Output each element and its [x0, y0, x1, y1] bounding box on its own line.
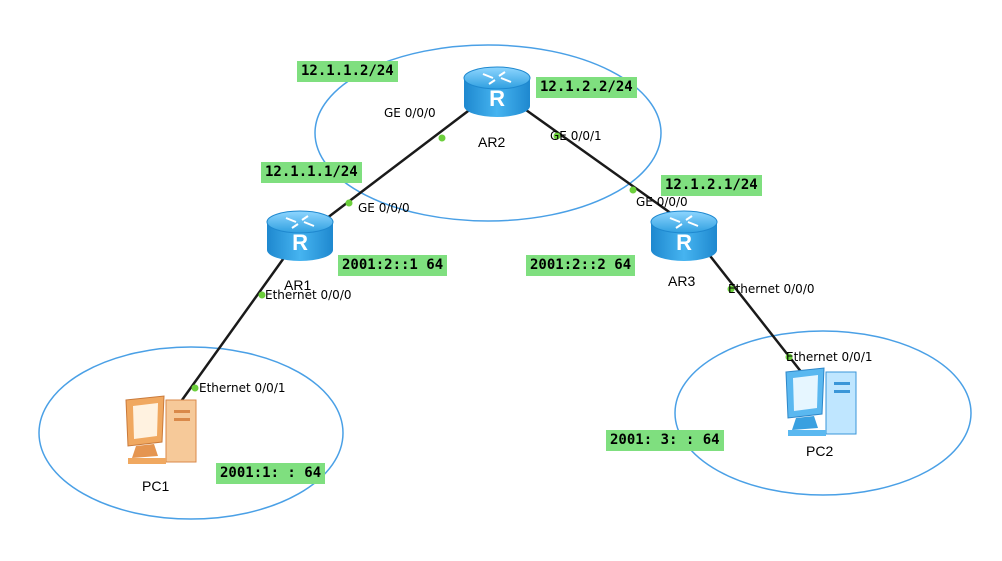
pc-icon — [125, 395, 197, 464]
port-dot — [438, 134, 446, 142]
router-icon — [650, 210, 718, 262]
pc-icon — [785, 367, 857, 436]
port-dot — [345, 199, 353, 207]
address-label-ar3-ipv4: 12.1.2.1/24 — [661, 175, 762, 196]
router-ar1[interactable] — [266, 210, 334, 262]
port-label-ar2-ge000: GE 0/0/0 — [384, 106, 436, 120]
pc2[interactable] — [785, 367, 857, 436]
port-label-ar2-ge001: GE 0/0/1 — [550, 129, 602, 143]
port-label-ar1-eth000: Ethernet 0/0/0 — [265, 288, 352, 302]
port-dot — [191, 384, 199, 392]
device-label-ar1: AR1 — [284, 277, 311, 293]
link-ar2-ar3 — [518, 103, 673, 216]
router-icon — [463, 66, 531, 118]
address-label-ar2-left: 12.1.1.2/24 — [297, 61, 398, 82]
link-ar1-pc1 — [170, 254, 288, 415]
router-ar3[interactable] — [650, 210, 718, 262]
device-label-ar2: AR2 — [478, 134, 505, 150]
router-icon — [266, 210, 334, 262]
pc1[interactable] — [125, 395, 197, 464]
port-dot — [727, 285, 735, 293]
device-label-pc1: PC1 — [142, 478, 169, 494]
address-label-pc2-net: 2001: 3: : 64 — [606, 430, 724, 451]
port-label-ar3-eth000: Ethernet 0/0/0 — [728, 282, 815, 296]
port-dot — [629, 186, 637, 194]
port-label-pc2-eth001: Ethernet 0/0/1 — [786, 350, 873, 364]
port-label-ar1-ge000: GE 0/0/0 — [358, 201, 410, 215]
address-label-ar3-ipv6: 2001:2::2 64 — [526, 255, 636, 276]
router-ar2[interactable] — [463, 66, 531, 118]
link-ar1-ar2 — [309, 104, 477, 232]
port-dot — [258, 291, 266, 299]
port-label-ar3-ge000: GE 0/0/0 — [636, 195, 688, 209]
pc2-area-ellipse — [674, 330, 972, 496]
port-label-pc1-eth001: Ethernet 0/0/1 — [199, 381, 286, 395]
device-label-ar3: AR3 — [668, 273, 695, 289]
address-label-ar2-right: 12.1.2.2/24 — [536, 77, 637, 98]
port-dot — [553, 132, 561, 140]
device-label-pc2: PC2 — [806, 443, 833, 459]
backbone-area-ellipse — [314, 44, 662, 222]
pc1-area-ellipse — [38, 346, 344, 520]
address-label-pc1-net: 2001:1: : 64 — [216, 463, 326, 484]
port-dot — [785, 353, 793, 361]
address-label-ar1-ipv6: 2001:2::1 64 — [338, 255, 448, 276]
address-label-ar1-ipv4: 12.1.1.1/24 — [261, 162, 362, 183]
